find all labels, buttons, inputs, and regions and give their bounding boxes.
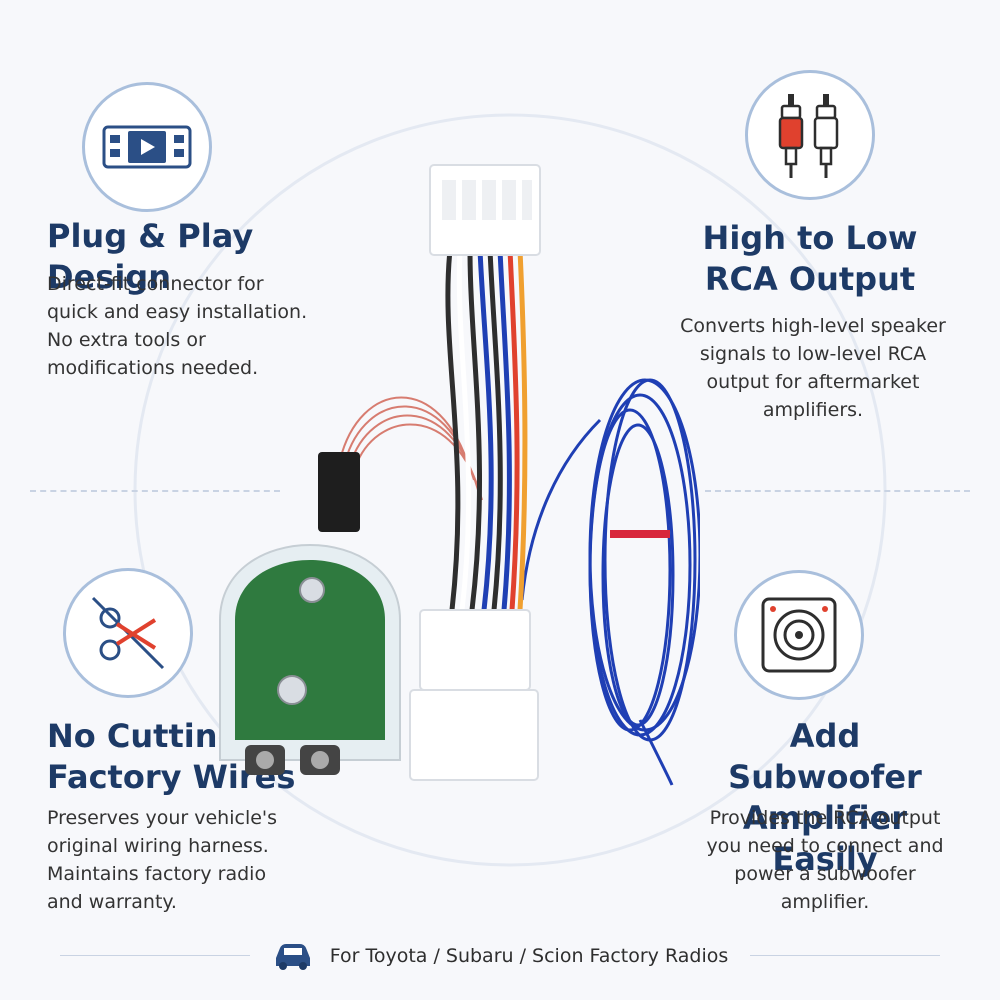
speaker-input-wires: [339, 396, 483, 501]
footer-right-line: [750, 955, 940, 956]
plug-play-description: Direct-fit connector for quick and easy …: [47, 273, 308, 379]
cable-tie: [610, 530, 670, 538]
footer-left-line: [60, 955, 250, 956]
subwoofer-title: Add Subwoofer Amplifier Easily: [728, 717, 922, 878]
blue-remote-wire: [520, 378, 700, 786]
plug-and-play-icon: [82, 82, 212, 212]
high-low-description: Converts high-level speaker signals to l…: [680, 315, 946, 421]
footer: For Toyota / Subaru / Scion Factory Radi…: [0, 936, 1000, 976]
high-low-title: High to Low RCA Output: [702, 219, 918, 298]
subwoofer-icon: [734, 570, 864, 700]
line-output-converter: [219, 452, 401, 775]
footer-text: For Toyota / Subaru / Scion Factory Radi…: [329, 945, 729, 967]
wiring-harness-illustration: [219, 164, 700, 786]
right-divider: [705, 490, 970, 492]
top-connector: [429, 164, 541, 256]
car-icon: [275, 944, 310, 970]
no-scissors-icon: [63, 568, 193, 698]
rca-plugs-icon: [745, 70, 875, 200]
no-cutting-title: No Cutting Factory Wires: [47, 717, 296, 796]
left-divider: [30, 490, 280, 492]
harness-wires: [445, 249, 528, 611]
no-cutting-description: Preserves your vehicle's original wiring…: [47, 807, 278, 913]
bottom-connector: [409, 609, 539, 781]
plug-play-title: Plug & Play Design: [47, 217, 254, 296]
subwoofer-description: Provides the RCA output you need to conn…: [706, 807, 944, 913]
